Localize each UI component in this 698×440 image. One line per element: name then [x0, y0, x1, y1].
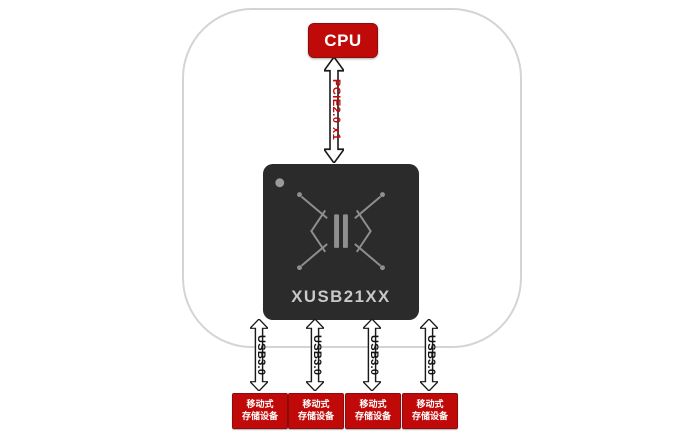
device-label-line1: 移动式	[359, 399, 387, 410]
double-arrow-icon	[363, 319, 381, 391]
device-label-line2: 存储设备	[297, 411, 334, 421]
usb-link-label: USB3.0	[368, 334, 380, 376]
storage-device-block: 移动式 存储设备	[232, 393, 288, 429]
pcie-link-arrow	[324, 57, 344, 163]
usb-link-label: USB3.0	[255, 334, 267, 376]
pin1-dot-icon	[275, 178, 285, 188]
usb-port-group-3: USB3.0 移动式 存储设备	[344, 319, 401, 429]
usb-controller-chip: XUSB21XX	[262, 163, 420, 321]
double-arrow-icon	[250, 319, 268, 391]
pcie-link-label: PCIE2.0 x1	[330, 79, 342, 141]
device-label-line1: 移动式	[416, 399, 444, 410]
usb-port-group-4: USB3.0 移动式 存储设备	[401, 319, 458, 429]
storage-device-block: 移动式 存储设备	[288, 393, 344, 429]
double-arrow-icon	[420, 319, 438, 391]
usb-link-arrow	[363, 319, 381, 391]
chip-part-number: XUSB21XX	[291, 287, 390, 306]
storage-device-block: 移动式 存储设备	[345, 393, 401, 429]
device-label-line1: 移动式	[302, 399, 330, 410]
double-arrow-icon	[324, 57, 344, 163]
chip-trace-pattern	[300, 195, 382, 267]
double-arrow-icon	[306, 319, 324, 391]
chip-artwork: XUSB21XX	[262, 163, 420, 321]
usb-port-group-2: USB3.0 移动式 存储设备	[287, 319, 344, 429]
device-label-line2: 存储设备	[354, 411, 391, 421]
usb-link-arrow	[250, 319, 268, 391]
cpu-label: CPU	[324, 30, 362, 50]
cpu-block: CPU	[308, 23, 378, 58]
usb-port-group-1: USB3.0 移动式 存储设备	[231, 319, 288, 429]
usb-link-arrow	[420, 319, 438, 391]
device-label-line2: 存储设备	[241, 411, 278, 421]
storage-device-block: 移动式 存储设备	[402, 393, 458, 429]
chip-trace-pads	[297, 192, 385, 271]
device-label-line1: 移动式	[246, 399, 274, 410]
usb-link-label: USB3.0	[425, 334, 437, 376]
usb-link-label: USB3.0	[311, 334, 323, 376]
device-label-line2: 存储设备	[411, 411, 448, 421]
usb-link-arrow	[306, 319, 324, 391]
